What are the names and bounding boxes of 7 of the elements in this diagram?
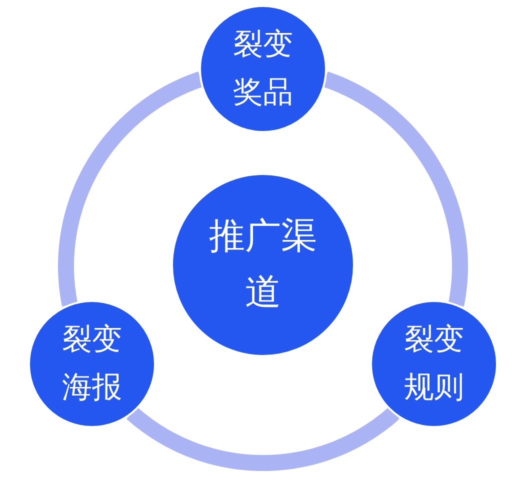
connector-arc: [58, 72, 204, 308]
node-label: 裂变海报: [61, 321, 123, 407]
connector-arc: [322, 72, 468, 308]
node-label: 裂变规则: [403, 321, 465, 407]
connector-arc: [126, 406, 400, 471]
node-label: 裂变奖品: [232, 26, 294, 112]
node-label: 推广渠道: [208, 215, 318, 315]
